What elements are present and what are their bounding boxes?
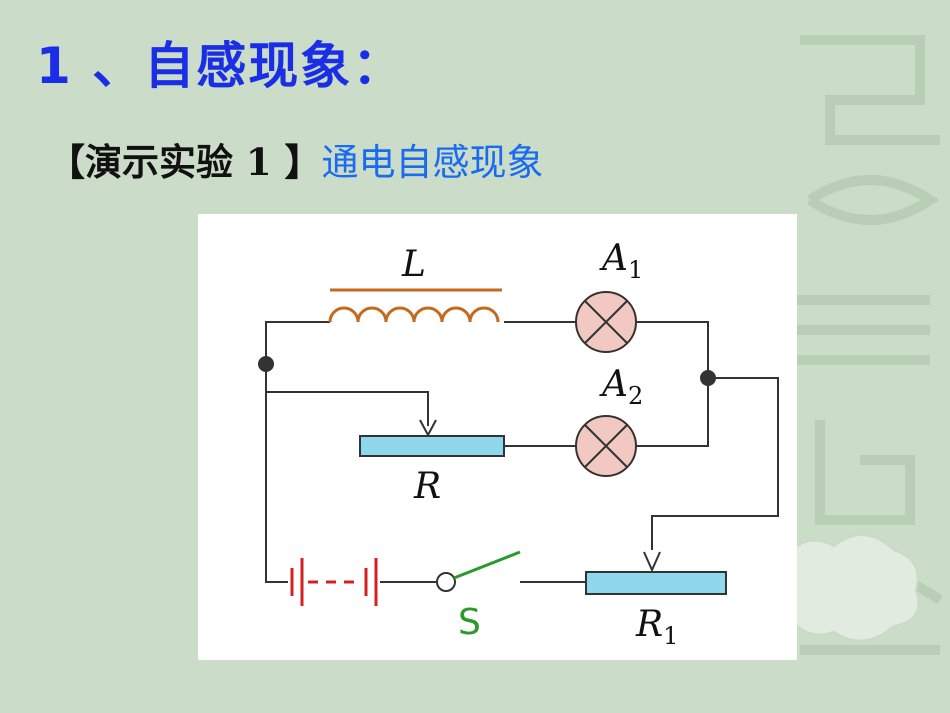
rheostat-r1 (585, 551, 727, 595)
rheostat-r1-label: R1 (635, 604, 678, 650)
page-title: 1 、自感现象： (36, 37, 405, 95)
lamp-a2-label: A2 (599, 364, 643, 410)
wire-a2-right (636, 378, 709, 447)
rheostat-r-label: R (413, 466, 441, 507)
junction-left (258, 356, 274, 372)
lamp-a1-label: A1 (599, 238, 643, 284)
wire-right-down (651, 377, 779, 550)
experiment-topic: 通电自感现象 (321, 141, 544, 184)
lamp-a2 (575, 415, 637, 477)
lamp-a1 (575, 291, 637, 353)
wire-top-left (265, 321, 330, 364)
experiment-heading: 【演示实验 1 】通电自感现象 (48, 132, 544, 186)
circuit-diagram: L A1 R A2 (198, 214, 797, 660)
inductor-label: L (401, 244, 426, 285)
circuit-svg: L A1 R A2 (258, 238, 779, 650)
experiment-label: 【演示实验 1 】 (48, 140, 322, 184)
rheostat-r (359, 419, 505, 457)
switch-s (436, 550, 521, 592)
junction-right (700, 370, 716, 386)
wire-mid-left (265, 364, 429, 426)
inductor-coil (328, 288, 502, 323)
wire-left-down (265, 364, 288, 583)
decorative-pattern (780, 35, 943, 655)
battery (290, 558, 378, 606)
switch-label: S (458, 602, 481, 643)
wire-top-right (636, 321, 709, 378)
